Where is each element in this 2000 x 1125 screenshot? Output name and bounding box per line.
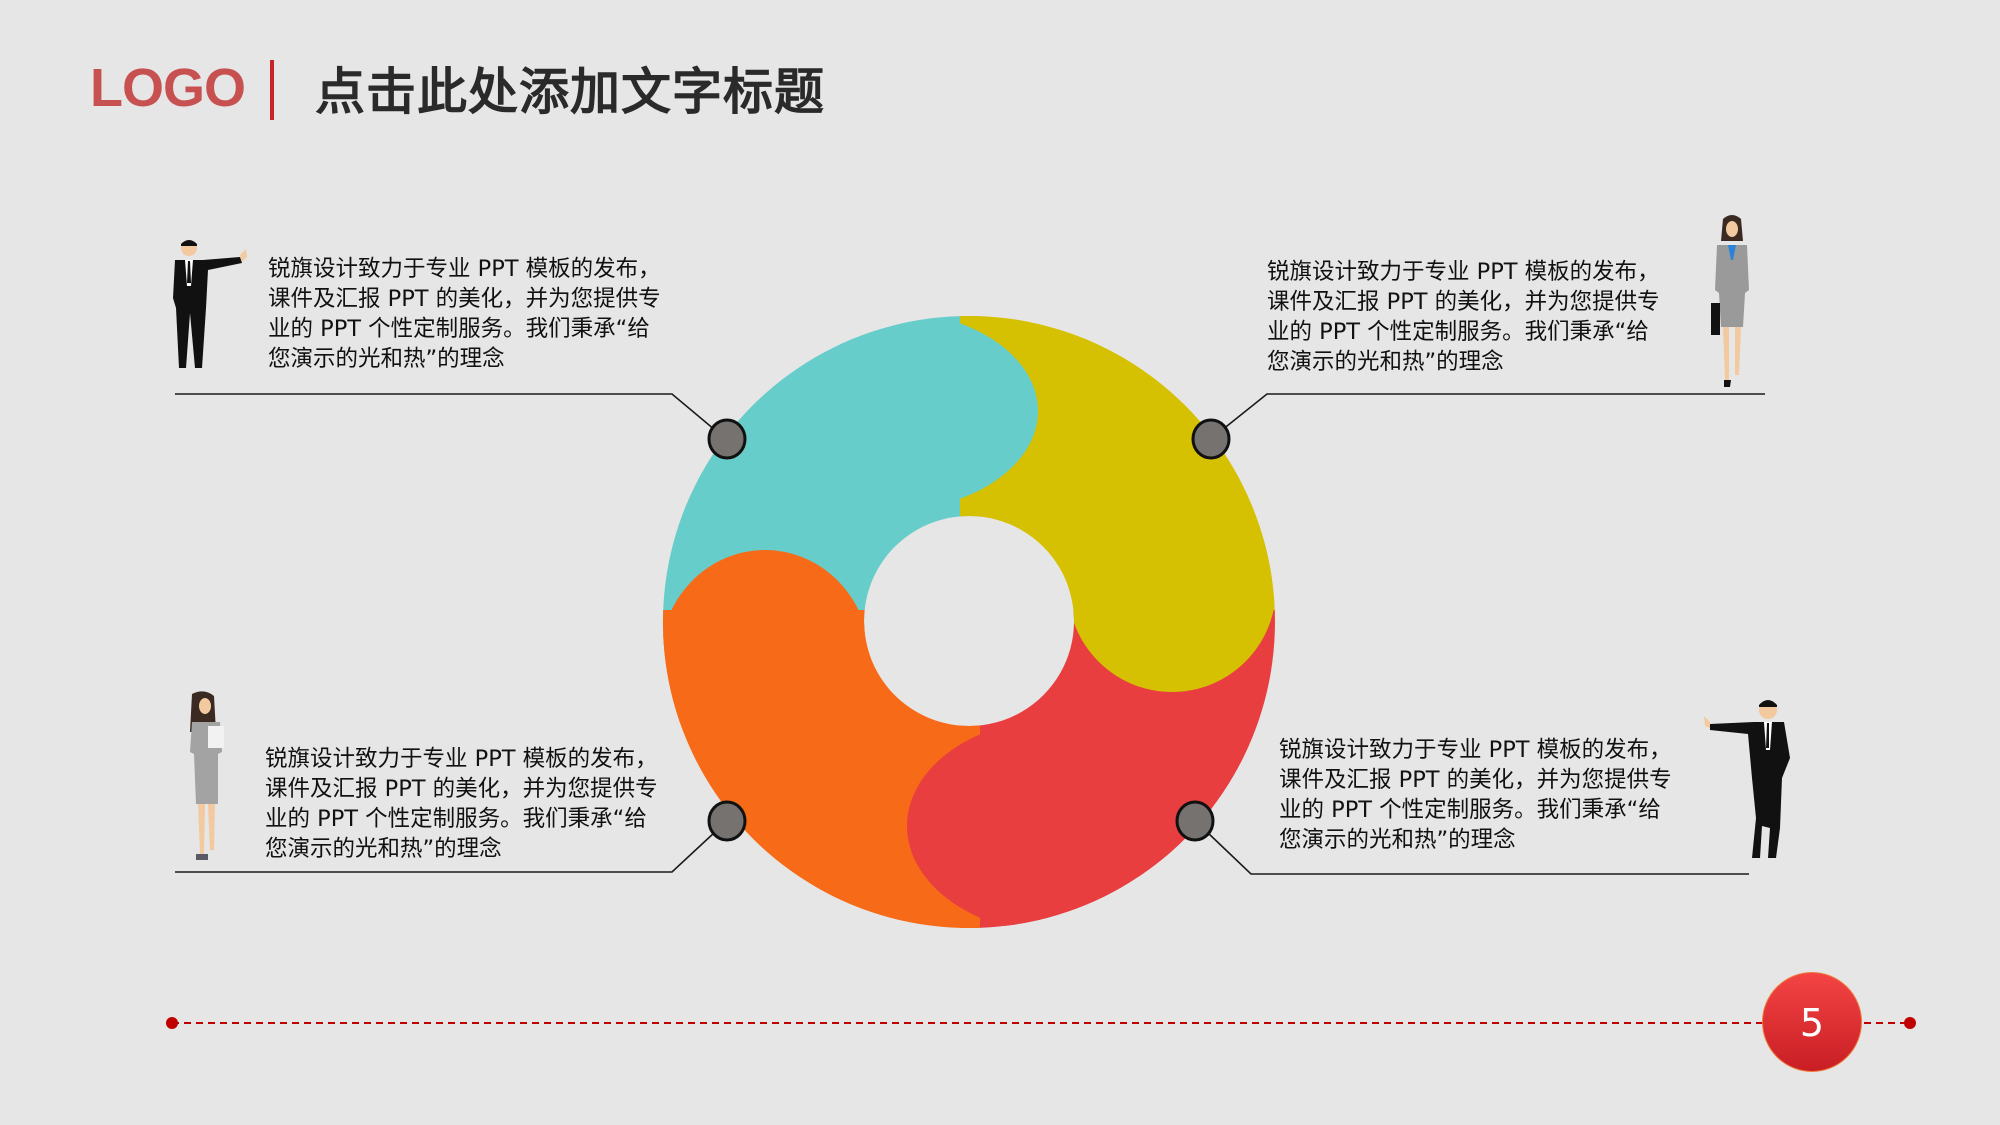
footer-dot-left <box>166 1017 178 1029</box>
page-number-badge: 5 <box>1762 972 1862 1072</box>
text-line: 课件及汇报 PPT 的美化，并为您提供专 <box>265 776 658 802</box>
text-line: 您演示的光和热”的理念 <box>1279 827 1516 853</box>
text-line: 课件及汇报 PPT 的美化，并为您提供专 <box>1267 289 1660 315</box>
text-line: 业的 PPT 个性定制服务。我们秉承“给 <box>1267 319 1649 345</box>
marker-bottom-right <box>1175 800 1215 842</box>
text-line: 锐旗设计致力于专业 PPT 模板的发布， <box>268 256 661 282</box>
text-line: 您演示的光和热”的理念 <box>268 346 505 372</box>
text-block-top-left: 锐旗设计致力于专业 PPT 模板的发布， 课件及汇报 PPT 的美化，并为您提供… <box>268 254 708 374</box>
marker-top-right <box>1191 418 1231 460</box>
connector-bottom-right <box>1206 831 1749 875</box>
teal-lobe <box>738 316 1038 511</box>
text-line: 业的 PPT 个性定制服务。我们秉承“给 <box>265 806 647 832</box>
header-divider <box>270 60 274 120</box>
connectors <box>175 393 1765 875</box>
page-title[interactable]: 点击此处添加文字标题 <box>315 63 825 121</box>
logo: LOGO <box>90 58 246 118</box>
markers <box>707 418 1231 842</box>
yellow-lobe <box>1068 484 1275 692</box>
text-line: 课件及汇报 PPT 的美化，并为您提供专 <box>1279 767 1672 793</box>
text-block-top-right: 锐旗设计致力于专业 PPT 模板的发布， 课件及汇报 PPT 的美化，并为您提供… <box>1267 257 1707 377</box>
connector-top-left <box>175 393 716 431</box>
text-line: 锐旗设计致力于专业 PPT 模板的发布， <box>1279 737 1672 763</box>
connector-bottom-left <box>175 831 716 873</box>
marker-top-left <box>707 418 747 460</box>
connector-top-right <box>1221 393 1765 431</box>
text-line: 业的 PPT 个性定制服务。我们秉承“给 <box>268 316 650 342</box>
red-lobe <box>907 718 1217 928</box>
text-block-bottom-left: 锐旗设计致力于专业 PPT 模板的发布， 课件及汇报 PPT 的美化，并为您提供… <box>265 744 705 864</box>
donut-ring <box>662 316 1275 928</box>
businessman-leaning-icon <box>1704 700 1790 858</box>
text-line: 锐旗设计致力于专业 PPT 模板的发布， <box>265 746 658 772</box>
text-block-bottom-right: 锐旗设计致力于专业 PPT 模板的发布， 课件及汇报 PPT 的美化，并为您提供… <box>1279 735 1719 855</box>
text-line: 锐旗设计致力于专业 PPT 模板的发布， <box>1267 259 1660 285</box>
footer-dot-right <box>1904 1017 1916 1029</box>
orange-lobe <box>662 550 870 770</box>
text-line: 课件及汇报 PPT 的美化，并为您提供专 <box>268 286 661 312</box>
marker-bottom-left <box>707 800 747 842</box>
text-line: 您演示的光和热”的理念 <box>265 836 502 862</box>
businessman-pointing-icon <box>173 240 247 368</box>
businesswoman-folder-icon <box>190 691 224 860</box>
text-line: 您演示的光和热”的理念 <box>1267 349 1504 375</box>
businesswoman-briefcase-icon <box>1711 215 1749 387</box>
text-line: 业的 PPT 个性定制服务。我们秉承“给 <box>1279 797 1661 823</box>
